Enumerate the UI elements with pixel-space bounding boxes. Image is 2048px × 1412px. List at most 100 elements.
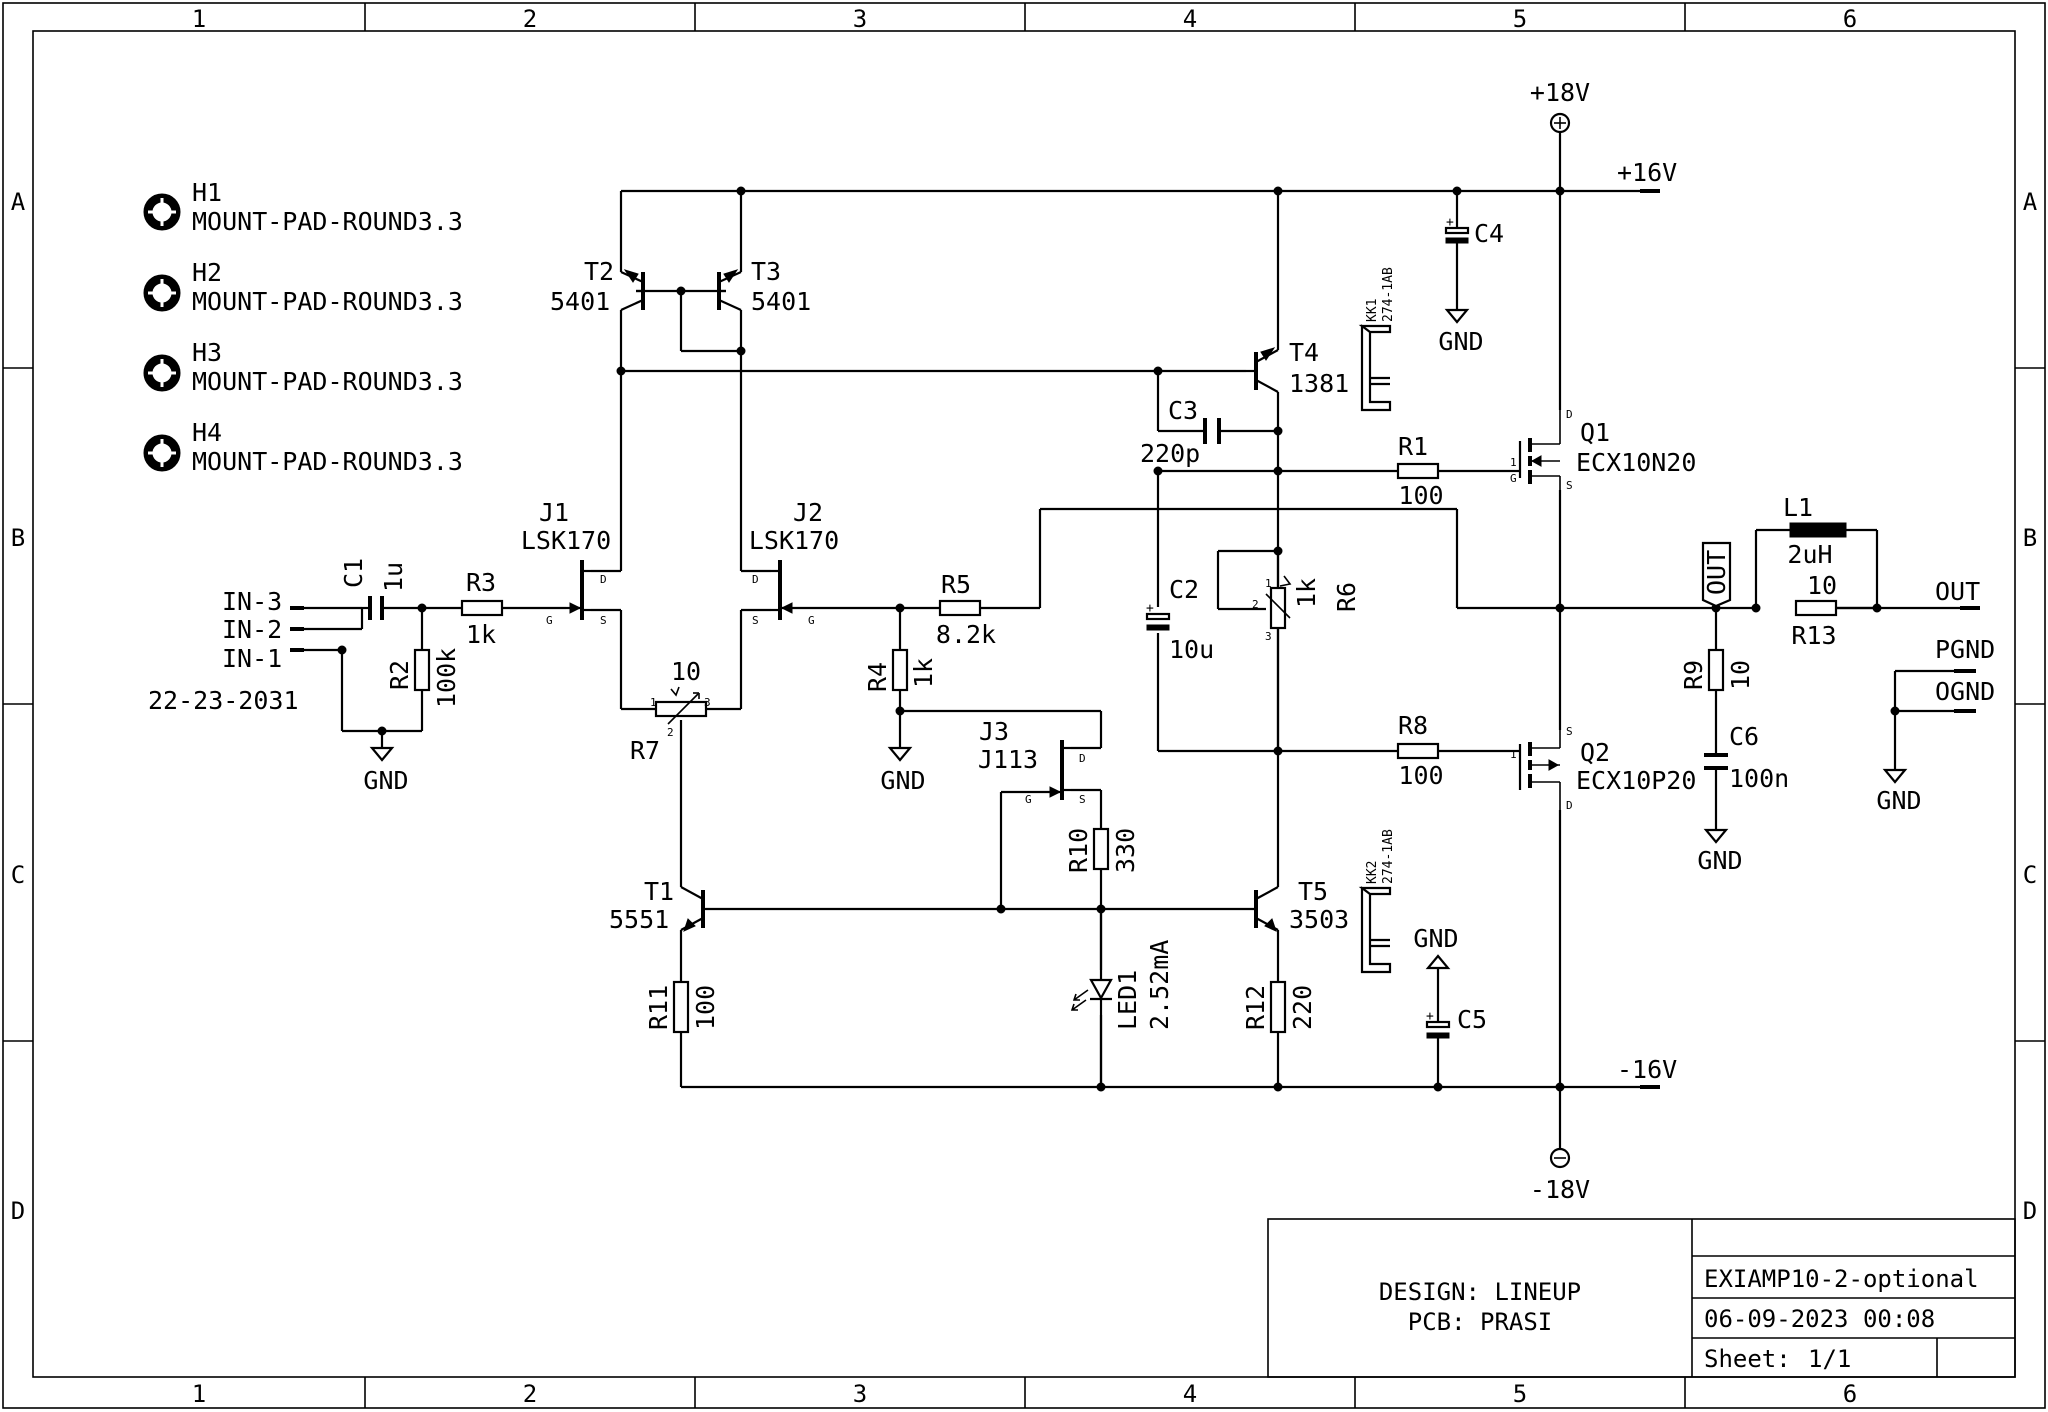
row-label: A	[2023, 188, 2038, 216]
component-value: ECX10P20	[1576, 766, 1696, 795]
mount-hole-h1: H1 MOUNT-PAD-ROUND3.3	[143, 178, 463, 236]
plus-18v: +18V	[1530, 78, 1590, 134]
junctions	[337, 186, 1900, 1092]
mount-ref: H1	[192, 178, 222, 207]
component-value: 100n	[1729, 764, 1789, 793]
gnd-c5: GND	[1413, 924, 1459, 970]
column-label: 6	[1843, 1380, 1857, 1408]
component-value: 274-1AB	[1381, 267, 1396, 322]
pin-label: G	[808, 614, 815, 627]
jfet-j2: D S G J2 LSK170	[749, 498, 839, 627]
heatsink-kk1: KK1 274-1AB	[1358, 267, 1396, 412]
pcb-name: PCB: PRASI	[1408, 1308, 1553, 1336]
polarity-mark: +	[1146, 601, 1154, 616]
polarity-mark: +	[1426, 1009, 1434, 1024]
component-ref: R9	[1679, 660, 1708, 690]
trimmer-r6: 1 2 3 1k R6	[1252, 575, 1361, 643]
ground-icon	[1703, 828, 1729, 844]
column-label: 1	[192, 1380, 206, 1408]
pin-label: D	[1079, 752, 1086, 765]
component-value: 2uH	[1787, 540, 1832, 569]
capacitor-c1: C1 1u	[339, 558, 408, 620]
pin-label: S	[752, 614, 759, 627]
resistor-r3: R3 1k	[460, 568, 504, 649]
transistor-t1: T1 5551	[609, 877, 706, 934]
pin-label: IN-1	[222, 644, 282, 673]
component-ref: J1	[539, 498, 569, 527]
pin-number: 3	[1265, 630, 1272, 643]
net-label: GND	[363, 766, 408, 795]
component-ref: T4	[1289, 338, 1319, 367]
minus-18v: -18V	[1530, 1140, 1590, 1204]
transistor-t3: T3 5401	[717, 257, 811, 316]
column-label: 5	[1513, 5, 1527, 33]
component-value: 100	[1398, 761, 1443, 790]
ground-icon	[369, 746, 395, 762]
resistor-r12: R12 220	[1241, 980, 1317, 1034]
mount-value: MOUNT-PAD-ROUND3.3	[192, 367, 463, 396]
component-ref: T5	[1298, 877, 1328, 906]
net-label: GND	[1413, 924, 1458, 953]
gnd-c6: GND	[1697, 828, 1743, 875]
mount-value: MOUNT-PAD-ROUND3.3	[192, 287, 463, 316]
pin-number: 2	[1252, 598, 1259, 611]
net-flag-label: OUT	[1702, 550, 1731, 595]
resistor-r9: R9 10	[1679, 648, 1755, 692]
component-value: 10	[671, 657, 701, 686]
row-label: B	[11, 524, 25, 552]
resistor-r13: 10 R13	[1791, 571, 1877, 650]
component-value: 2.52mA	[1145, 940, 1174, 1030]
input-connector: IN-3 IN-2 IN-1 22-23-2031	[148, 587, 304, 715]
pin-label: G	[1025, 793, 1032, 806]
row-label: D	[2023, 1197, 2037, 1225]
component-ref: R10	[1064, 828, 1093, 873]
heatsink-icon	[1360, 886, 1392, 974]
net-label: GND	[880, 766, 925, 795]
component-ref: J2	[793, 498, 823, 527]
component-ref: C4	[1474, 219, 1504, 248]
component-value: LSK170	[749, 526, 839, 555]
pin-label: IN-3	[222, 587, 282, 616]
row-label: C	[11, 861, 25, 889]
resistor-r10: R10 330	[1064, 828, 1140, 873]
component-value: 1k	[1292, 578, 1321, 608]
component-ref: C6	[1729, 722, 1759, 751]
jfet-j3: D S G J3 J113	[978, 717, 1086, 806]
pin-number: 1	[1265, 577, 1272, 590]
component-value: 10u	[1169, 635, 1214, 664]
component-ref: T3	[751, 257, 781, 286]
gnd-input: GND	[363, 746, 409, 795]
component-ref: R11	[644, 985, 673, 1030]
mount-ref: H4	[192, 418, 222, 447]
component-ref: C2	[1169, 575, 1199, 604]
power-symbols: +18V -18V +16V -16V GND GND GND	[363, 78, 1921, 1204]
mount-hole-h4: H4 MOUNT-PAD-ROUND3.3	[143, 418, 463, 476]
title-block: DESIGN: LINEUP PCB: PRASI EXIAMP10-2-opt…	[1267, 1218, 2016, 1378]
net-label: OGND	[1935, 677, 1995, 706]
mount-value: MOUNT-PAD-ROUND3.3	[192, 447, 463, 476]
capacitor-c5: + C5	[1425, 1005, 1487, 1039]
component-value: 330	[1111, 828, 1140, 873]
ground-icon	[1882, 768, 1908, 784]
gnd-c4: GND	[1438, 308, 1484, 356]
gnd-r4: GND	[880, 746, 926, 795]
component-value: 100	[691, 985, 720, 1030]
component-value: 220p	[1140, 439, 1200, 468]
component-ref: R3	[466, 568, 496, 597]
component-ref: J3	[979, 717, 1009, 746]
component-ref: T2	[584, 257, 614, 286]
mounting-holes: H1 MOUNT-PAD-ROUND3.3 H2 MOUNT-PAD-ROUND…	[143, 178, 463, 476]
component-value: 1u	[379, 562, 408, 592]
pin-label: S	[1566, 725, 1573, 738]
resistor-r1: R1 100	[1396, 432, 1444, 510]
capacitor-c2: + C2 10u	[1145, 575, 1214, 664]
gnd-output: GND	[1876, 768, 1922, 815]
resistor-r5: R5 8.2k	[936, 570, 996, 649]
capacitor-c4: + C4	[1444, 215, 1504, 248]
trimmer-r7: 1 3 2 10 R7	[630, 657, 711, 765]
column-label: 5	[1513, 1380, 1527, 1408]
component-ref: R12	[1241, 985, 1270, 1030]
component-value: 10	[1807, 571, 1837, 600]
